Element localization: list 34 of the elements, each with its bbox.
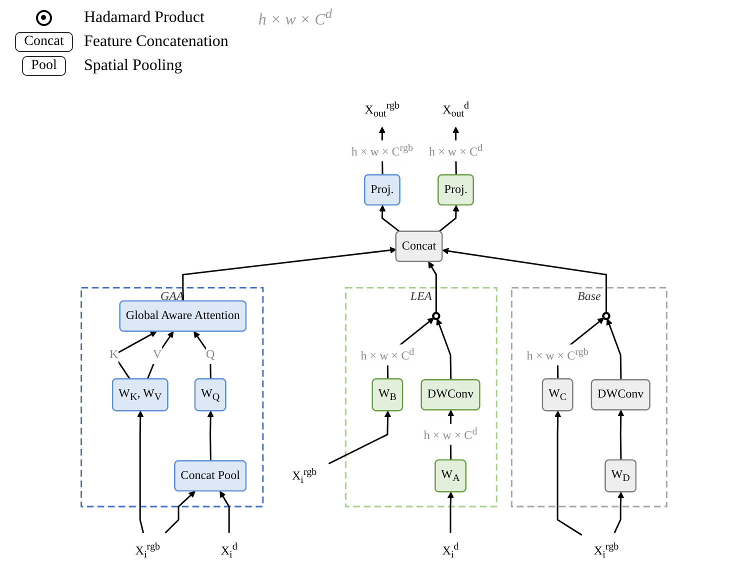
node-circle — [602, 312, 610, 320]
legend-sample: Concat — [15, 32, 73, 52]
arrow — [606, 318, 622, 380]
arrow — [438, 205, 460, 232]
arrow — [328, 410, 392, 464]
arrow — [164, 491, 196, 534]
arrow — [220, 491, 230, 533]
arrow — [428, 262, 437, 314]
arrow — [447, 492, 454, 533]
edge-label: h × w × C$^{d}$ — [429, 142, 483, 159]
legend-text: Feature Concatenation — [84, 33, 228, 51]
arrow — [137, 410, 144, 534]
arrow — [194, 331, 212, 380]
edge-label: h × w × C$^{rgb}$ — [351, 142, 413, 159]
node-circle — [432, 312, 440, 320]
edge-label: K — [110, 348, 118, 362]
legend-text: Spatial Pooling — [84, 57, 182, 75]
arrow — [146, 331, 174, 380]
edge-label: h × w × C$^{d}$ — [360, 346, 414, 363]
arrow — [618, 410, 624, 460]
arrow — [614, 492, 624, 534]
arrow — [436, 318, 452, 380]
edge-label: h × w × C$^{rgb}$ — [526, 346, 588, 363]
legend-sample: Pool — [22, 56, 66, 76]
edge-label: Q — [206, 348, 215, 362]
arrow — [207, 410, 214, 462]
arrow — [554, 410, 582, 536]
dimension-note: h × w × C$^{d}$ — [258, 6, 332, 30]
arrow — [379, 205, 400, 232]
edge-label: V — [152, 348, 162, 362]
arrow — [442, 248, 608, 314]
edge-label: h × w × C$^{d}$ — [424, 425, 478, 442]
arrow — [182, 246, 397, 302]
legend-text: Hadamard Product — [84, 9, 204, 27]
